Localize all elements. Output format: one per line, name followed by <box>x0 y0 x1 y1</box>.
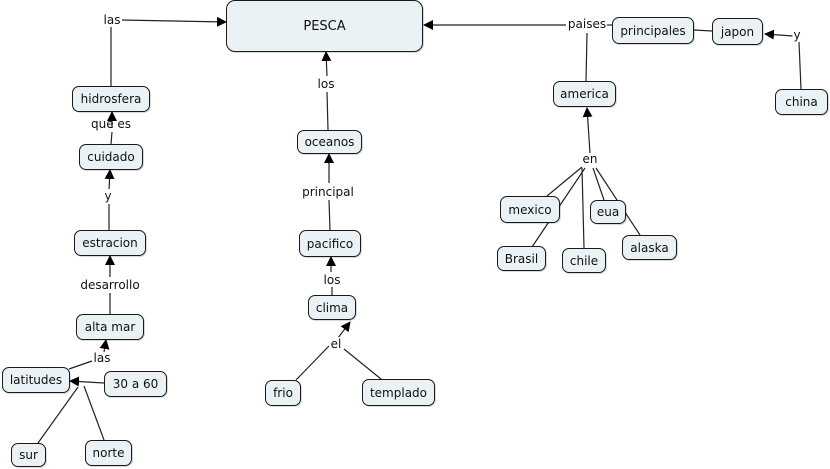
concept-frio-label: frio <box>273 386 293 400</box>
connector-las-pesca <box>121 16 227 27</box>
concept-estracion[interactable]: estracion <box>74 230 146 256</box>
connector-templado-el <box>343 348 382 380</box>
concept-30-a-60-label: 30 a 60 <box>112 377 159 391</box>
concept-japon[interactable]: japon <box>712 18 763 45</box>
concept-hidrosfera[interactable]: hidrosfera <box>72 86 150 112</box>
concept-hidrosfera-label: hidrosfera <box>80 92 142 106</box>
link-que-es: que es <box>90 117 132 131</box>
concept-alta-mar-label: alta mar <box>84 320 136 334</box>
concept-frio[interactable]: frio <box>265 380 301 406</box>
connector-el-clima <box>337 321 351 339</box>
connector-y-japon <box>764 29 794 40</box>
concept-pacifico[interactable]: pacifico <box>299 230 361 257</box>
concept-norte[interactable]: norte <box>85 440 132 466</box>
concept-latitudes-label: latitudes <box>9 373 63 387</box>
concept-eua[interactable]: eua <box>590 200 626 224</box>
concept-cuidado[interactable]: cuidado <box>79 144 143 170</box>
link-desarrollo: desarrollo <box>79 278 141 292</box>
concept-america[interactable]: america <box>553 81 616 107</box>
concept-clima[interactable]: clima <box>308 295 356 320</box>
link-las-top: las <box>102 13 122 27</box>
concept-mexico[interactable]: mexico <box>500 196 560 223</box>
concept-latitudes[interactable]: latitudes <box>2 367 70 393</box>
concept-oceanos-label: oceanos <box>304 135 355 149</box>
link-y-left: y <box>103 189 113 203</box>
concept-pesca[interactable]: PESCA <box>226 0 423 52</box>
link-el: el <box>329 337 343 351</box>
link-las-bottom: las <box>93 351 111 365</box>
link-los-bottom: los <box>322 273 342 287</box>
link-en: en <box>582 152 598 166</box>
concept-oceanos[interactable]: oceanos <box>297 130 362 154</box>
concept-brasil-label: Brasil <box>504 251 539 266</box>
connector-sur-latitudes <box>37 386 79 444</box>
connector-norte-latitudes <box>83 385 105 441</box>
concept-america-label: america <box>560 87 609 101</box>
connector-los-pesca <box>321 51 332 77</box>
link-y-right: y <box>792 28 802 42</box>
link-principal: principal <box>301 185 355 199</box>
connector-las-altamar <box>99 339 110 353</box>
connector-y-cuidado <box>104 169 115 191</box>
concept-sur-label: sur <box>19 448 38 462</box>
concept-alaska[interactable]: alaska <box>622 235 677 260</box>
connector-rango-latitudes <box>69 376 105 387</box>
connector-china-y <box>798 41 802 90</box>
connector-en-america <box>582 107 593 154</box>
concept-alta-mar[interactable]: alta mar <box>76 314 144 340</box>
concept-japon-label: japon <box>720 24 755 39</box>
concept-alaska-label: alaska <box>630 240 669 255</box>
concept-estracion-label: estracion <box>82 236 138 250</box>
concept-norte-label: norte <box>92 446 125 460</box>
concept-principales[interactable]: principales <box>612 17 694 44</box>
concept-pacifico-label: pacifico <box>306 236 354 251</box>
concept-sur[interactable]: sur <box>11 443 46 467</box>
concept-china[interactable]: china <box>775 89 828 115</box>
concept-30-a-60[interactable]: 30 a 60 <box>104 371 167 397</box>
connector-latitudes-las <box>68 360 93 370</box>
connector-cuidado-quees <box>110 131 113 145</box>
connector-chile-en <box>581 167 585 249</box>
concept-principales-label: principales <box>620 23 686 38</box>
concept-brasil[interactable]: Brasil <box>497 246 546 271</box>
link-paises: paises <box>566 17 608 31</box>
concept-chile-label: chile <box>569 253 599 268</box>
concept-templado[interactable]: templado <box>362 379 435 406</box>
connector-america-paises <box>585 32 588 82</box>
connector-principales-japon <box>693 29 713 32</box>
connector-oceanos-los <box>326 91 329 131</box>
concept-clima-label: clima <box>315 300 349 315</box>
concept-eua-label: eua <box>596 205 620 219</box>
connector-pacifico-principal <box>328 199 331 231</box>
concept-chile[interactable]: chile <box>562 248 606 273</box>
concept-china-label: china <box>785 95 818 109</box>
concept-cuidado-label: cuidado <box>87 150 135 164</box>
link-los-top: los <box>316 77 336 91</box>
connector-eua-en <box>592 167 605 201</box>
concept-templado-label: templado <box>369 385 428 400</box>
connector-mexico-en <box>546 166 583 197</box>
concept-mexico-label: mexico <box>508 202 552 217</box>
connector-frio-el <box>295 345 330 381</box>
concept-pesca-label: PESCA <box>303 18 346 34</box>
